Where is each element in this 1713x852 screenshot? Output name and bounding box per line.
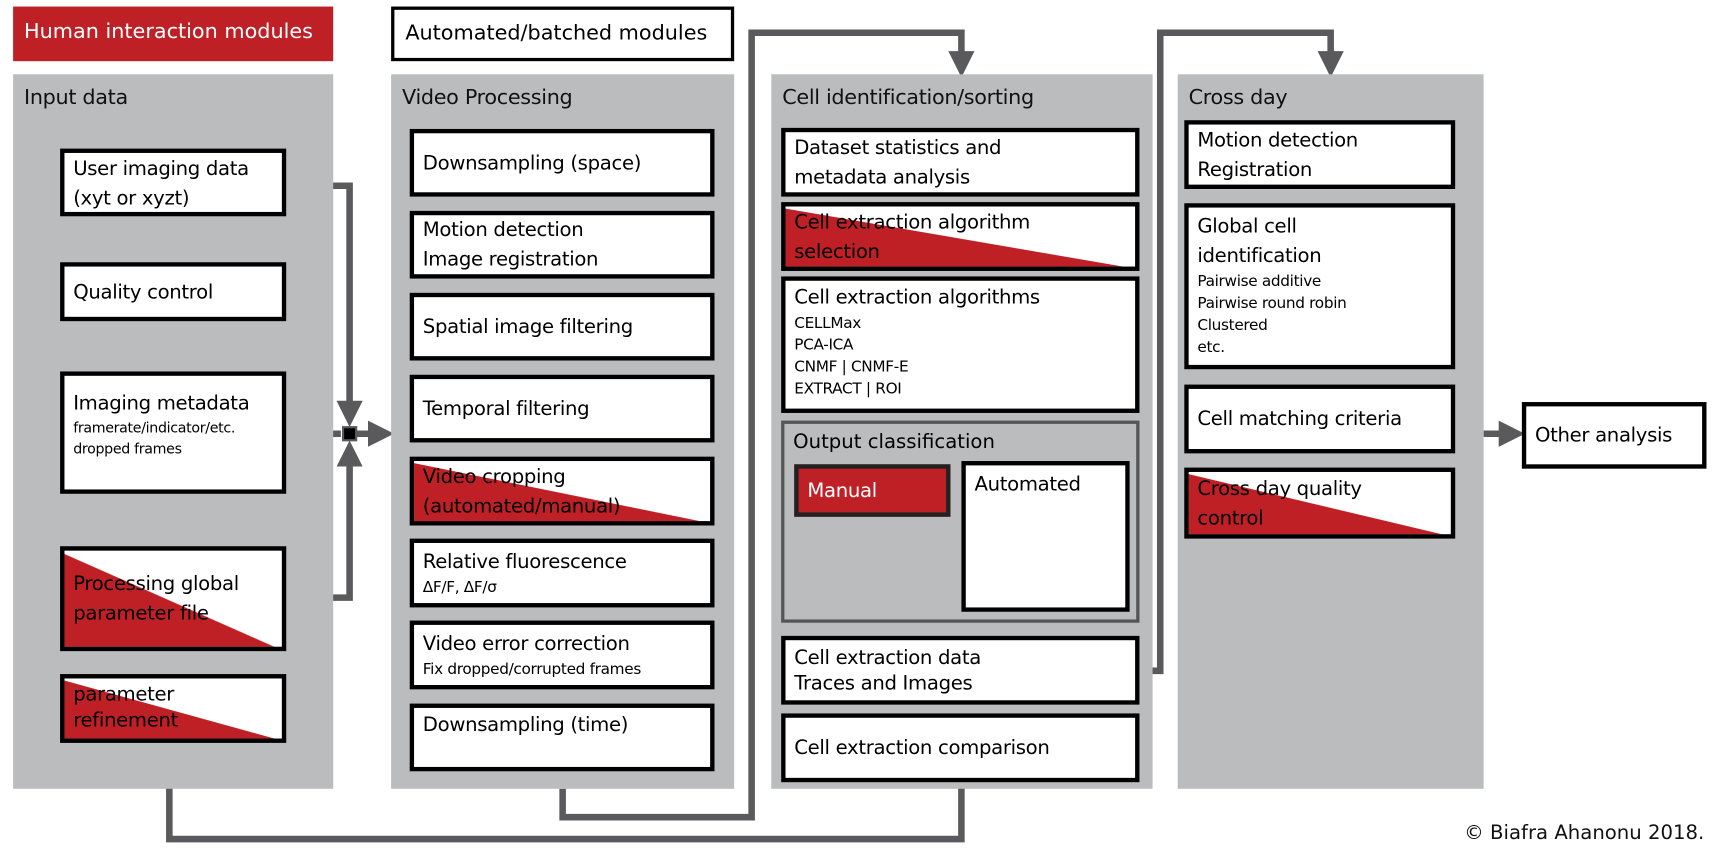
label: Downsampling (time) — [422, 713, 629, 737]
label: Temporal filtering — [422, 397, 590, 421]
list-item: CNMF | CNMF-E — [794, 358, 909, 376]
box-extraction-comparison: Cell extraction comparison — [781, 713, 1140, 783]
box-algorithm-selection: Cell extraction algorithm selection — [781, 202, 1140, 271]
sub-label: ΔF/F, ΔF/σ — [422, 579, 497, 597]
legend-automated-label: Automated/batched modules — [405, 20, 708, 45]
label: Downsampling (space) — [422, 151, 642, 175]
legend-automated: Automated/batched modules — [391, 6, 735, 62]
label: (automated/manual) — [422, 494, 621, 518]
group-title: Output classification — [793, 430, 995, 454]
label: Cell extraction comparison — [794, 736, 1050, 760]
panel-title: Input data — [24, 85, 128, 110]
panel-title: Video Processing — [402, 85, 573, 110]
arrow-cells-to-crossday — [1139, 29, 1344, 675]
list-item: etc. — [1197, 338, 1225, 357]
box-temporal-filtering: Temporal filtering — [409, 374, 715, 443]
box-motion-detection: Motion detection Image registration — [409, 210, 715, 279]
label: Cell extraction algorithms — [794, 286, 1040, 310]
label: Image registration — [422, 247, 599, 271]
arrow-comparison-to-refinement — [156, 739, 965, 843]
label: metadata analysis — [794, 165, 970, 189]
box-manual: Manual — [794, 464, 951, 517]
label: Video cropping — [422, 464, 566, 488]
label: Registration — [1197, 157, 1313, 181]
box-imaging-metadata: Imaging metadata framerate/indicator/etc… — [60, 371, 287, 494]
box-global-cell-identification: Global cell identification Pairwise addi… — [1184, 203, 1456, 370]
box-relative-fluorescence: Relative fluorescence ΔF/F, ΔF/σ — [409, 538, 715, 608]
label: refinement — [73, 709, 179, 732]
box-spatial-filtering: Spatial image filtering — [409, 292, 715, 361]
label: Cross day quality — [1197, 476, 1362, 500]
sub-label: framerate/indicator/etc. — [73, 420, 236, 437]
box-global-parameter-file: Processing global parameter file — [60, 546, 287, 652]
copyright: © Biafra Ahanonu 2018. — [1464, 821, 1705, 845]
box-dataset-statistics: Dataset statistics and metadata analysis — [781, 127, 1140, 197]
label: Dataset statistics and — [794, 136, 1002, 159]
label: Spatial image filtering — [422, 315, 633, 339]
box-user-imaging-data: User imaging data (xyt or xyzt) — [60, 148, 287, 217]
list-item: PCA-ICA — [794, 336, 854, 354]
arrow-video-to-cells — [559, 29, 975, 821]
list-item: EXTRACT | ROI — [794, 380, 902, 398]
label: Manual — [807, 479, 877, 503]
box-other-analysis: Other analysis — [1521, 402, 1707, 469]
label: User imaging data — [73, 157, 249, 181]
label: Processing global — [73, 572, 239, 596]
box-crossday-quality: Cross day quality control — [1184, 467, 1456, 539]
label: control — [1197, 506, 1264, 530]
box-crossday-motion: Motion detection Registration — [1184, 120, 1456, 190]
label: Cell extraction algorithm — [794, 210, 1030, 234]
box-extraction-data: Cell extraction data Traces and Images — [781, 635, 1140, 705]
box-automated: Automated — [961, 461, 1130, 612]
label: parameter — [73, 682, 175, 706]
junction-node — [341, 426, 358, 442]
label: Cell matching criteria — [1197, 407, 1402, 431]
box-quality-control: Quality control — [60, 262, 287, 322]
label: Relative fluorescence — [422, 550, 627, 574]
box-downsampling-time: Downsampling (time) — [409, 703, 715, 772]
label: Traces and Images — [794, 671, 973, 695]
label: Imaging metadata — [73, 392, 250, 416]
label: parameter file — [73, 601, 209, 625]
label: Motion detection — [1197, 128, 1358, 152]
label: Quality control — [73, 280, 213, 304]
list-item: Pairwise round robin — [1197, 294, 1347, 313]
list-item: CELLMax — [794, 314, 861, 333]
box-extraction-algorithms: Cell extraction algorithms CELLMax PCA-I… — [781, 276, 1140, 413]
label: Cell extraction data — [794, 646, 981, 670]
list-item: Pairwise additive — [1197, 273, 1322, 291]
box-downsampling-space: Downsampling (space) — [409, 128, 715, 197]
legend-human: Human interaction modules — [13, 6, 334, 62]
panel-title: Cross day — [1188, 85, 1288, 110]
label: Video error correction — [422, 632, 630, 656]
label: Motion detection — [422, 218, 584, 242]
label: identification — [1197, 244, 1322, 268]
box-video-error-correction: Video error correction Fix dropped/corru… — [409, 620, 715, 690]
list-item: Clustered — [1197, 316, 1268, 335]
panel-title: Cell identification/sorting — [782, 85, 1034, 110]
label: selection — [794, 239, 880, 263]
sub-label: Fix dropped/corrupted frames — [422, 660, 641, 679]
box-video-cropping: Video cropping (automated/manual) — [409, 456, 715, 526]
box-parameter-refinement: parameter refinement — [60, 674, 287, 743]
label: Other analysis — [1534, 423, 1673, 447]
sub-label: dropped frames — [73, 441, 182, 458]
label: Global cell — [1197, 215, 1297, 239]
label: Automated — [974, 473, 1082, 496]
label: (xyt or xyzt) — [73, 186, 190, 210]
legend-human-label: Human interaction modules — [24, 19, 313, 44]
box-cell-matching: Cell matching criteria — [1184, 384, 1456, 454]
